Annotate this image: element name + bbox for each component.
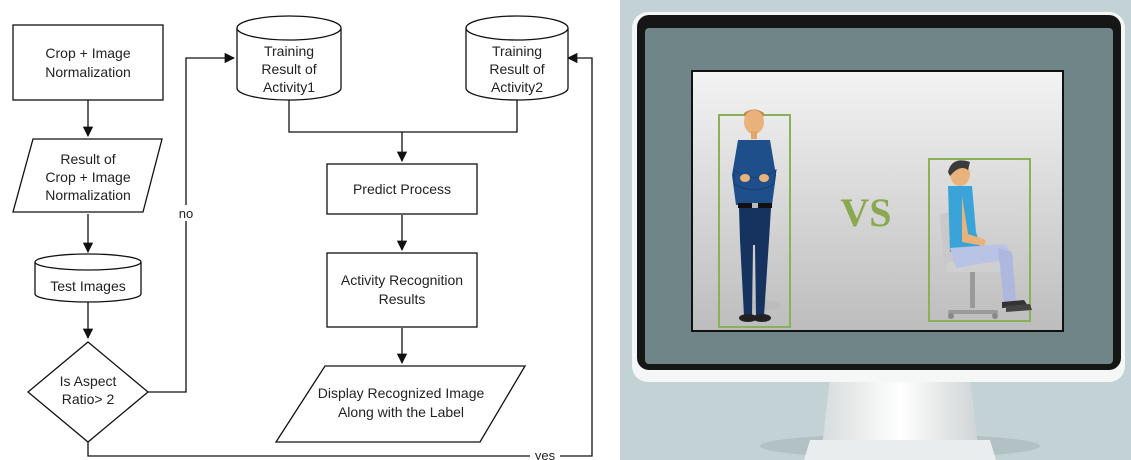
screen-content: VS [691,70,1064,332]
training1-line1: Training [264,43,314,59]
display-output-parallelogram: Display Recognized Image Along with the … [274,365,527,443]
decision-line2: Ratio> 2 [62,391,115,407]
training2-line3: Activity2 [491,79,543,95]
predict-label: Predict Process [353,181,451,197]
recognition-line1: Activity Recognition [341,272,463,288]
monitor-stand [760,378,1040,460]
training1-line2: Result of [261,61,316,77]
edge-label-yes: yes [535,448,556,460]
test-images-label: Test Images [50,278,125,294]
crop-normalization-box: Crop + Image Normalization [12,24,164,101]
predict-process-box: Predict Process [326,163,478,215]
result-crop-line1: Result of [60,151,115,167]
flowchart-diagram: Crop + Image Normalization Result of Cro… [12,15,593,460]
training2-line2: Result of [489,61,544,77]
connectors [82,52,593,457]
display-line2: Along with the Label [338,404,464,420]
crop-box-line1: Crop + Image [45,45,130,61]
crop-box-line2: Normalization [45,64,131,80]
vs-label: VS [840,190,891,235]
result-crop-line3: Normalization [45,187,131,203]
activity-recognition-box: Activity Recognition Results [326,252,478,328]
training-activity2-cylinder: Training Result of Activity2 [465,15,569,101]
result-crop-line2: Crop + Image [45,169,130,185]
display-line1: Display Recognized Image [318,385,485,401]
edge-label-no: no [179,206,193,221]
sitting-person-bbox [928,158,1031,322]
result-crop-parallelogram: Result of Crop + Image Normalization [12,138,163,213]
standing-person [718,109,791,328]
decision-line1: Is Aspect [60,373,117,389]
training2-line1: Training [492,43,542,59]
sitting-person [928,158,1032,322]
test-images-cylinder: Test Images [34,253,142,303]
recognition-line2: Results [379,291,426,307]
training-activity1-cylinder: Training Result of Activity1 [236,15,342,101]
aspect-ratio-decision: Is Aspect Ratio> 2 [26,341,150,443]
monitor-illustration: VS [620,0,1131,460]
training1-line3: Activity1 [263,79,315,95]
